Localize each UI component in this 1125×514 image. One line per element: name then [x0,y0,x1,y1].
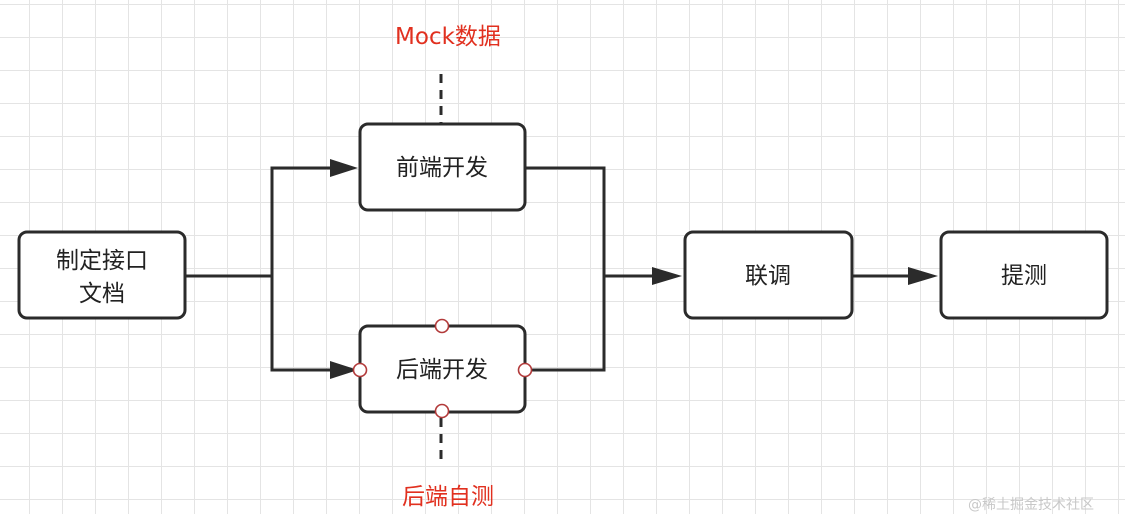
connector-split-to-frontend [270,166,338,276]
node-frontend[interactable]: 前端开发 [358,122,527,212]
arrowhead-backend [330,361,358,379]
arrowhead-frontend [330,159,358,177]
connector-frontend-to-merge [525,166,606,276]
node-integration[interactable]: 联调 [683,230,854,320]
node-backend[interactable]: 后端开发 [358,324,527,414]
node-qa[interactable]: 提测 [939,230,1109,320]
connection-handle-left[interactable] [352,362,368,378]
connector-split-to-backend [270,276,338,372]
connection-handle-top[interactable] [434,318,450,334]
arrowhead-qa [908,267,938,285]
watermark: @稀土掘金技术社区 [968,497,1094,513]
node-spec-label-line1: 制定接口 [56,248,148,274]
node-integration-label: 联调 [745,263,791,289]
annotation-backend-selftest[interactable]: 后端自测 [402,484,494,507]
node-backend-label: 后端开发 [396,357,488,383]
annotation-mock-data[interactable]: Mock数据 [395,24,501,50]
node-frontend-label: 前端开发 [396,155,488,181]
node-spec-label-line2: 文档 [79,281,125,307]
connection-handle-bottom[interactable] [434,403,450,419]
arrowhead-integration [652,267,682,285]
connection-handle-right[interactable] [517,362,533,378]
node-spec[interactable]: 制定接口 文档 [17,230,187,320]
node-qa-label: 提测 [1001,263,1047,289]
connector-backend-to-merge [525,276,606,372]
